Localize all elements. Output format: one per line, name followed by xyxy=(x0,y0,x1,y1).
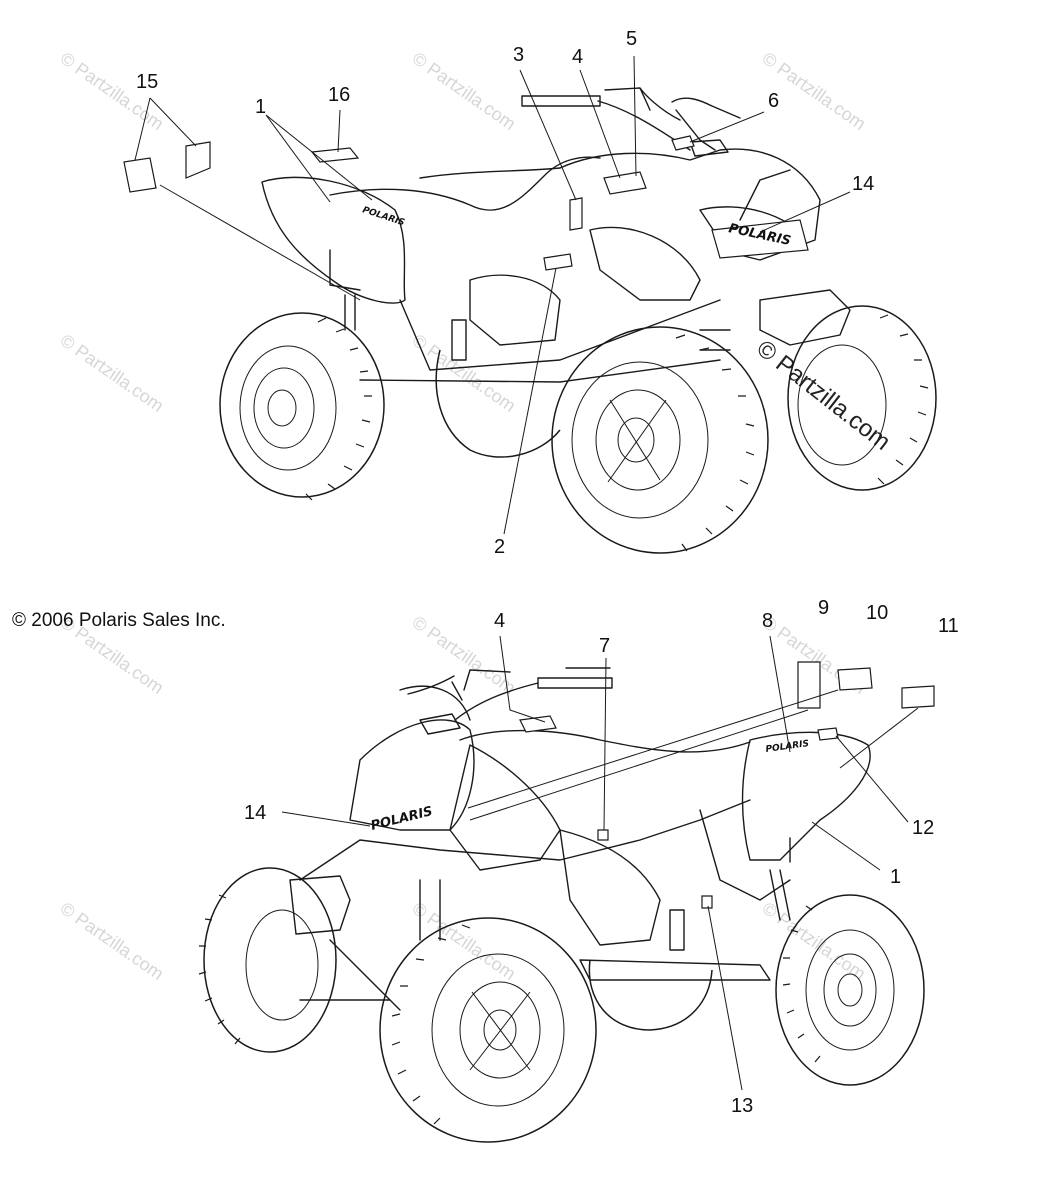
callout-14: 14 xyxy=(852,173,875,195)
decal-4-bottom xyxy=(519,715,557,733)
top-body xyxy=(261,148,851,383)
callout-4: 4 xyxy=(572,46,584,68)
callout-10: 10 xyxy=(866,602,889,624)
top-polaris-rear: POLARIS xyxy=(361,205,406,228)
decal-9 xyxy=(797,661,821,709)
callout-2: 2 xyxy=(494,536,506,558)
top-front-wheel xyxy=(551,326,769,554)
top-rear-wheel xyxy=(219,312,385,501)
callout-1: 1 xyxy=(255,96,267,118)
callout-6: 6 xyxy=(768,90,780,112)
top-rear-far-wheel xyxy=(435,349,561,458)
decal-13 xyxy=(701,895,713,909)
bottom-leader-lines xyxy=(281,635,919,1091)
top-handlebars xyxy=(521,87,741,157)
callout-13: 13 xyxy=(731,1095,754,1117)
decal-10 xyxy=(837,667,873,691)
top-leader-lines xyxy=(134,55,851,535)
decal-6 xyxy=(671,135,695,151)
decal-12 xyxy=(817,727,839,741)
decal-7 xyxy=(597,829,609,841)
copyright-notice: © 2006 Polaris Sales Inc. xyxy=(12,610,226,631)
callout-12: 12 xyxy=(912,817,935,839)
decal-3 xyxy=(569,197,583,231)
callout-9: 9 xyxy=(818,597,830,619)
decal-15a xyxy=(123,157,157,193)
bottom-polaris-rear: POLARIS xyxy=(765,739,810,755)
callout-14-bottom: 14 xyxy=(244,802,267,824)
callout-1-bottom: 1 xyxy=(890,866,902,888)
callout-5: 5 xyxy=(626,28,638,50)
bottom-decals: POLARIS POLARIS xyxy=(369,661,935,909)
callout-4-bottom: 4 xyxy=(494,610,506,632)
callout-16: 16 xyxy=(328,84,351,106)
bottom-rear-wheel xyxy=(775,894,925,1086)
bottom-atv-drawing: POLARIS POLARIS xyxy=(198,635,935,1143)
decal-2 xyxy=(543,253,573,271)
top-decals: POLARIS POLARIS xyxy=(123,135,809,271)
bottom-rear-far-wheel xyxy=(588,959,713,1031)
decal-15b xyxy=(185,141,211,179)
decal-14 xyxy=(711,219,809,259)
bottom-front-wheel xyxy=(379,917,597,1143)
callout-7: 7 xyxy=(599,635,611,657)
callout-11: 11 xyxy=(938,615,959,637)
callout-8: 8 xyxy=(762,610,774,632)
top-atv-drawing: POLARIS POLARIS xyxy=(123,55,937,554)
decal-16 xyxy=(310,147,360,163)
bottom-body xyxy=(289,685,871,1011)
decal-4 xyxy=(603,171,647,195)
callout-15: 15 xyxy=(136,71,159,93)
decal-11 xyxy=(901,685,935,709)
top-front-far-wheel xyxy=(787,305,937,491)
callout-3: 3 xyxy=(513,44,525,66)
bottom-front-far-wheel xyxy=(198,867,337,1053)
bottom-handlebars xyxy=(407,667,613,735)
